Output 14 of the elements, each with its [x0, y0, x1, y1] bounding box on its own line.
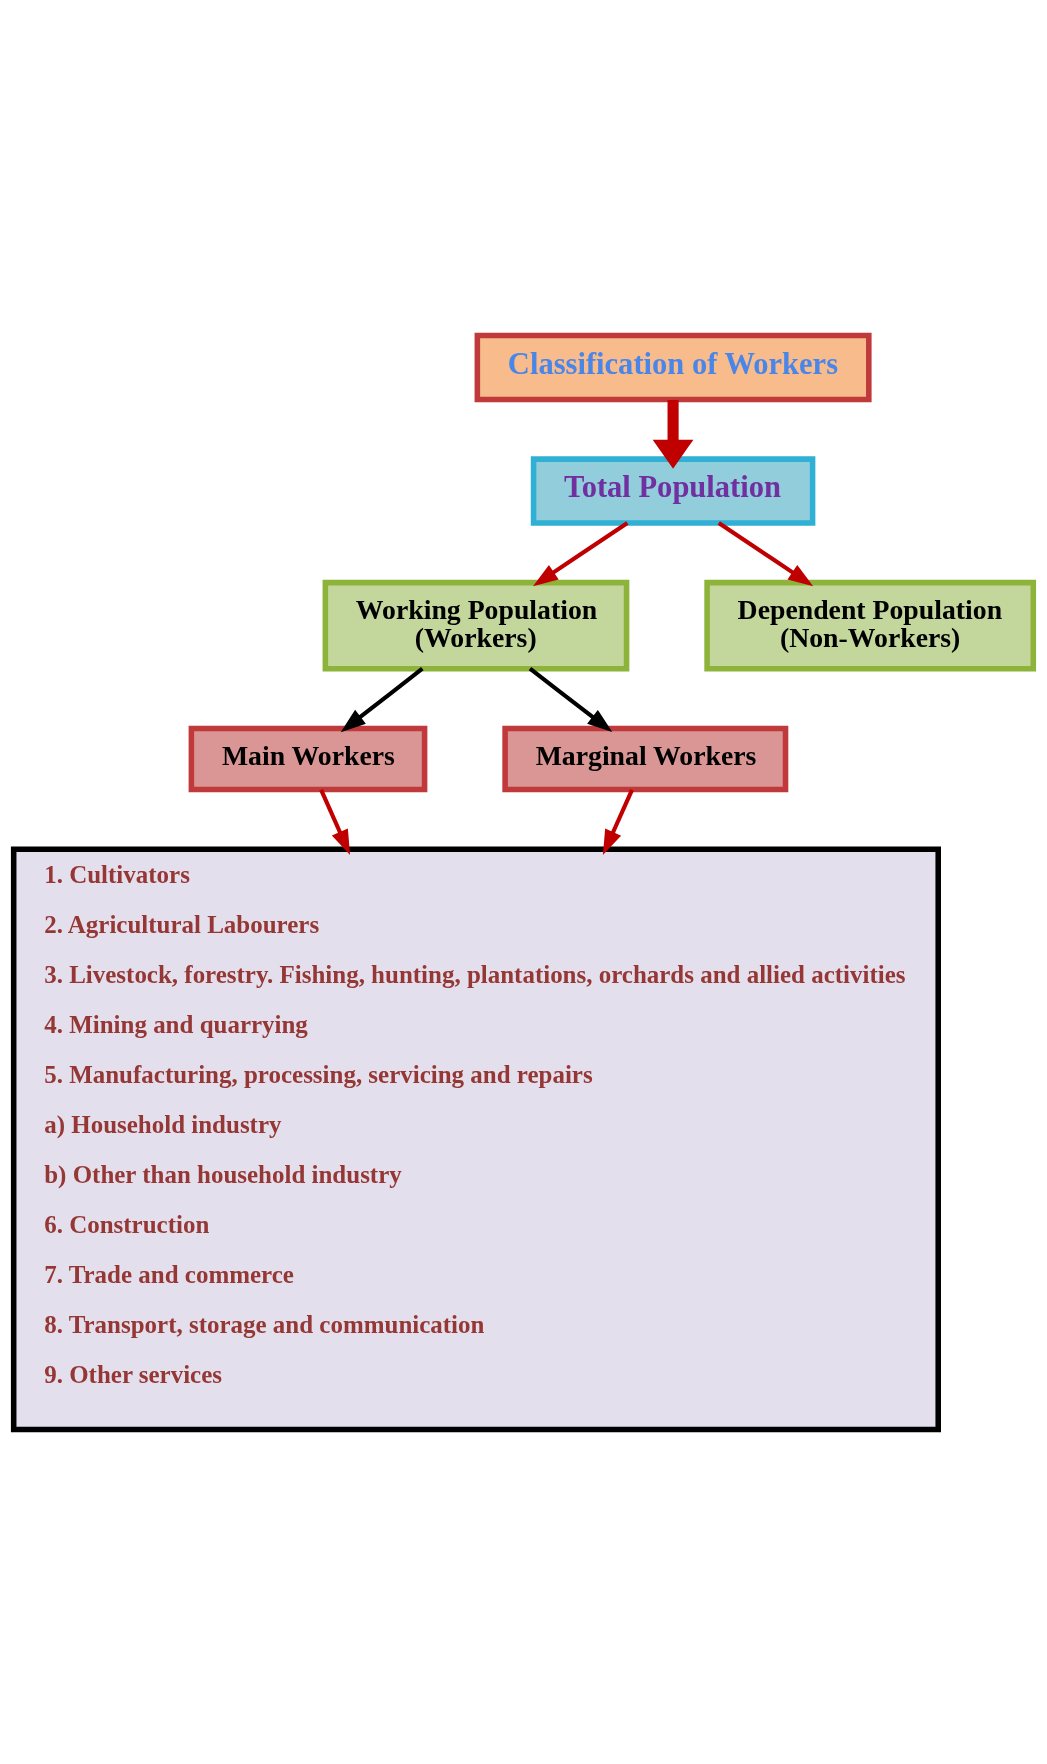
arrow: [340, 666, 424, 732]
arrow: [652, 399, 694, 469]
node-box: Main Workers: [188, 725, 428, 792]
arrow: [602, 788, 634, 855]
node-box: Marginal Workers: [502, 725, 789, 792]
node-box: Classification of Workers: [474, 332, 872, 402]
node-box: Total Population: [530, 455, 816, 526]
node-box: 1. Cultivators 2. Agricultural Labourers 3. Livestock, forestry. Fishing, hunting, plantations, orchards and allied activities 4. Mining and quarrying 5. Manufacturing, processing, servicing and repairs a) Household industry b) Other than household industry 6. Construction 7. Trade and commerce 8. Transport, storage and communication 9. Other services: [10, 845, 941, 1432]
arrow: [319, 788, 351, 855]
arrow: [717, 520, 814, 586]
node-box: Working Population (Workers): [322, 579, 630, 671]
arrow: [528, 666, 613, 732]
node-box: Dependent Population (Non-Workers): [704, 579, 1037, 671]
arrow: [533, 520, 629, 586]
